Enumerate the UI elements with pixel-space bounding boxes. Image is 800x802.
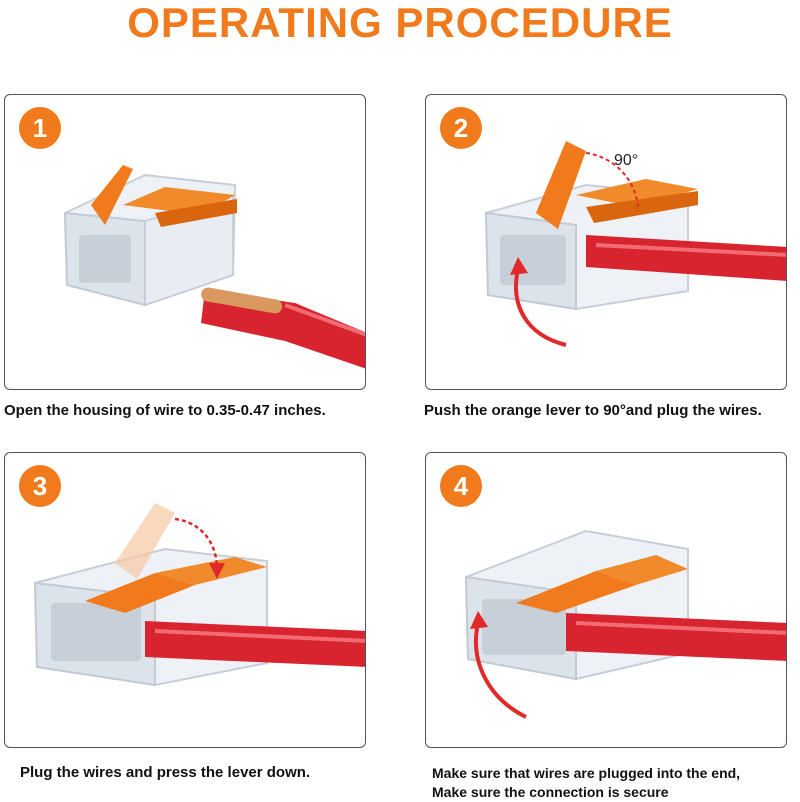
red-wire xyxy=(145,621,365,667)
step-2-panel: 2 90° xyxy=(425,94,787,390)
step-3-panel: 3 xyxy=(4,452,366,748)
step-3-caption: Plug the wires and press the lever down. xyxy=(20,764,311,781)
insert-arrow-icon xyxy=(510,257,567,347)
step-4-caption-line-2: Make sure the connection is secure xyxy=(432,784,669,800)
step-4-illustration xyxy=(464,529,786,719)
angle-label: 90° xyxy=(614,152,638,169)
red-wire xyxy=(566,613,786,661)
step-1-illustration xyxy=(63,165,365,369)
press-down-arrow-icon xyxy=(174,517,225,579)
step-1-caption: Open the housing of wire to 0.35-0.47 in… xyxy=(4,402,326,419)
step-1-panel: 1 xyxy=(4,94,366,390)
step-3-badge: 3 xyxy=(19,465,61,507)
wire-connector xyxy=(464,529,689,681)
insert-arrow-icon xyxy=(470,611,527,719)
step-4-badge: 4 xyxy=(440,465,482,507)
step-3-illustration xyxy=(33,503,365,687)
red-wire xyxy=(586,235,786,281)
step-4-caption-line-1: Make sure that wires are plugged into th… xyxy=(432,765,741,781)
red-wire xyxy=(201,287,365,369)
page-title: OPERATING PROCEDURE xyxy=(127,0,673,46)
step-2-caption: Push the orange lever to 90°and plug the… xyxy=(424,402,762,419)
wire-connector xyxy=(63,165,237,307)
step-4-caption: Make sure that wires are plugged into th… xyxy=(432,764,800,802)
step-2-badge: 2 xyxy=(440,107,482,149)
step-2-illustration: 90° xyxy=(484,141,786,347)
step-4-panel: 4 xyxy=(425,452,787,748)
angle-indicator: 90° xyxy=(585,152,639,208)
step-1-badge: 1 xyxy=(19,107,61,149)
